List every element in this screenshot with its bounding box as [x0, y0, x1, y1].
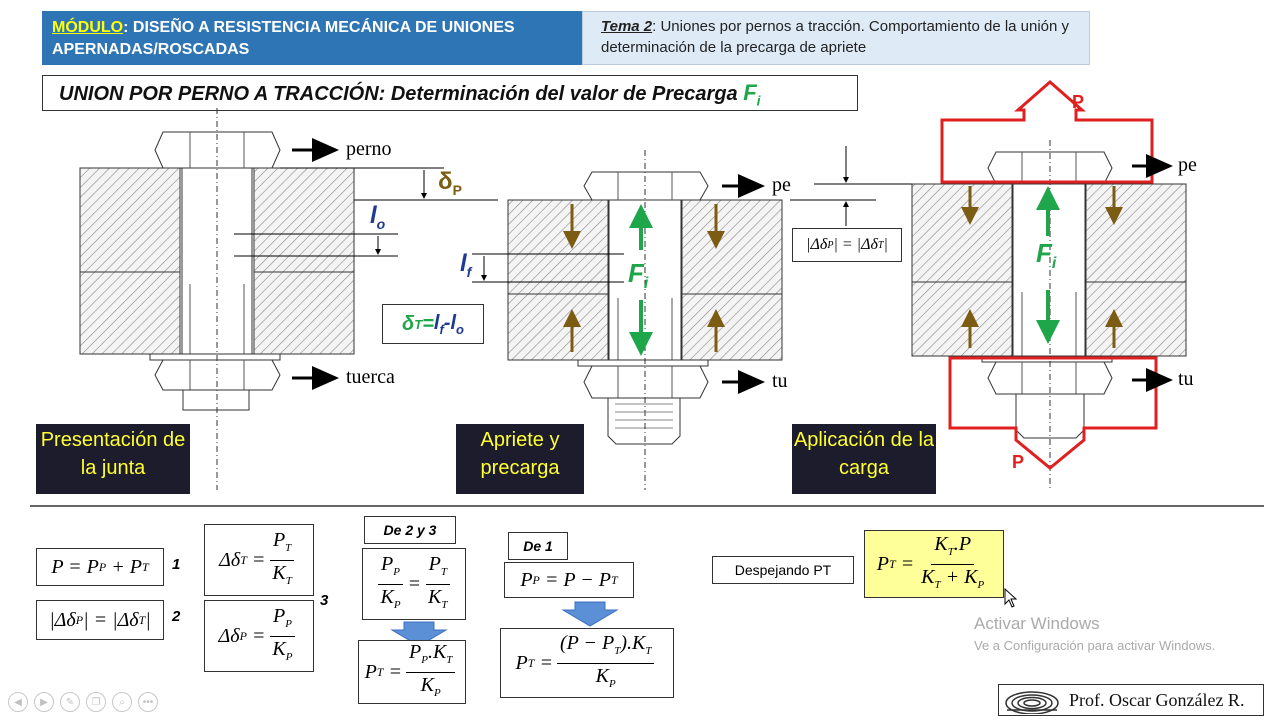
- slide-title: UNION POR PERNO A TRACCIÓN: Determinació…: [42, 75, 858, 111]
- equation-3-number: 3: [320, 592, 329, 609]
- activate-windows-title: Activar Windows: [974, 614, 1100, 633]
- caption-presentacion: Presentación de la junta: [36, 424, 190, 494]
- lf-label: lf: [460, 250, 472, 280]
- equation-1-number: 1: [172, 556, 181, 573]
- tu-label-fig2: tu: [772, 370, 788, 392]
- delta-p-label: δP: [438, 168, 462, 198]
- tema-header: Tema 2: Uniones por pernos a tracción. C…: [582, 11, 1090, 65]
- tu-label-fig3: tu: [1178, 368, 1194, 390]
- down-arrow-2: [561, 601, 619, 627]
- caption-apriete: Apriete y precarga: [456, 424, 584, 494]
- caption-aplicacion: Aplicación de la carga: [792, 424, 936, 494]
- fi-label-fig3: Fi: [1036, 238, 1057, 273]
- copy-icon[interactable]: ❐: [86, 692, 106, 712]
- pen-icon[interactable]: ✎: [60, 692, 80, 712]
- title-symbol: Fi: [743, 80, 761, 109]
- professor-name: Prof. Oscar González R.: [1069, 689, 1245, 710]
- de-2-y-3-label: De 2 y 3: [364, 516, 456, 544]
- equation-2-number: 2: [172, 608, 181, 625]
- more-icon[interactable]: •••: [138, 692, 158, 712]
- figure-1-joint: [79, 108, 498, 490]
- de-1-label: De 1: [508, 532, 568, 560]
- down-arrow-1: [390, 621, 448, 647]
- p-bottom-label: P: [1012, 452, 1025, 472]
- module-header: MÓDULO: DISEÑO A RESISTENCIA MECÁNICA DE…: [42, 11, 582, 65]
- next-icon[interactable]: ▶: [34, 692, 54, 712]
- pe-label-fig3: pe: [1178, 154, 1197, 176]
- mouse-cursor-icon: [1004, 588, 1018, 608]
- search-icon[interactable]: ⌕: [112, 692, 132, 712]
- figure-3-load: [911, 80, 1187, 490]
- tuerca-label: tuerca: [346, 366, 395, 388]
- university-logo-icon: [1005, 691, 1059, 714]
- activate-windows-subtitle: Ve a Configuración para activar Windows.: [974, 638, 1216, 653]
- pe-label-fig2: pe: [772, 174, 791, 196]
- lo-label: lo: [370, 202, 386, 232]
- figure-2-preload: [472, 146, 912, 490]
- p-top-label: P: [1072, 92, 1085, 112]
- title-text: UNION POR PERNO A TRACCIÓN: Determinació…: [59, 83, 744, 105]
- presentation-nav-bar: ◀ ▶ ✎ ❐ ⌕ •••: [8, 692, 158, 712]
- module-text: : DISEÑO A RESISTENCIA MECÁNICA DE UNION…: [52, 19, 515, 58]
- professor-footer: Prof. Oscar González R.: [998, 684, 1264, 716]
- perno-label: perno: [346, 138, 392, 160]
- fi-label-fig2: Fi: [628, 258, 649, 293]
- tema-label: Tema 2: [601, 18, 653, 35]
- tema-text: : Uniones por pernos a tracción. Comport…: [601, 18, 1070, 56]
- prev-icon[interactable]: ◀: [8, 692, 28, 712]
- module-label: MÓDULO: [52, 19, 124, 36]
- despejando-label: Despejando PT: [712, 556, 854, 584]
